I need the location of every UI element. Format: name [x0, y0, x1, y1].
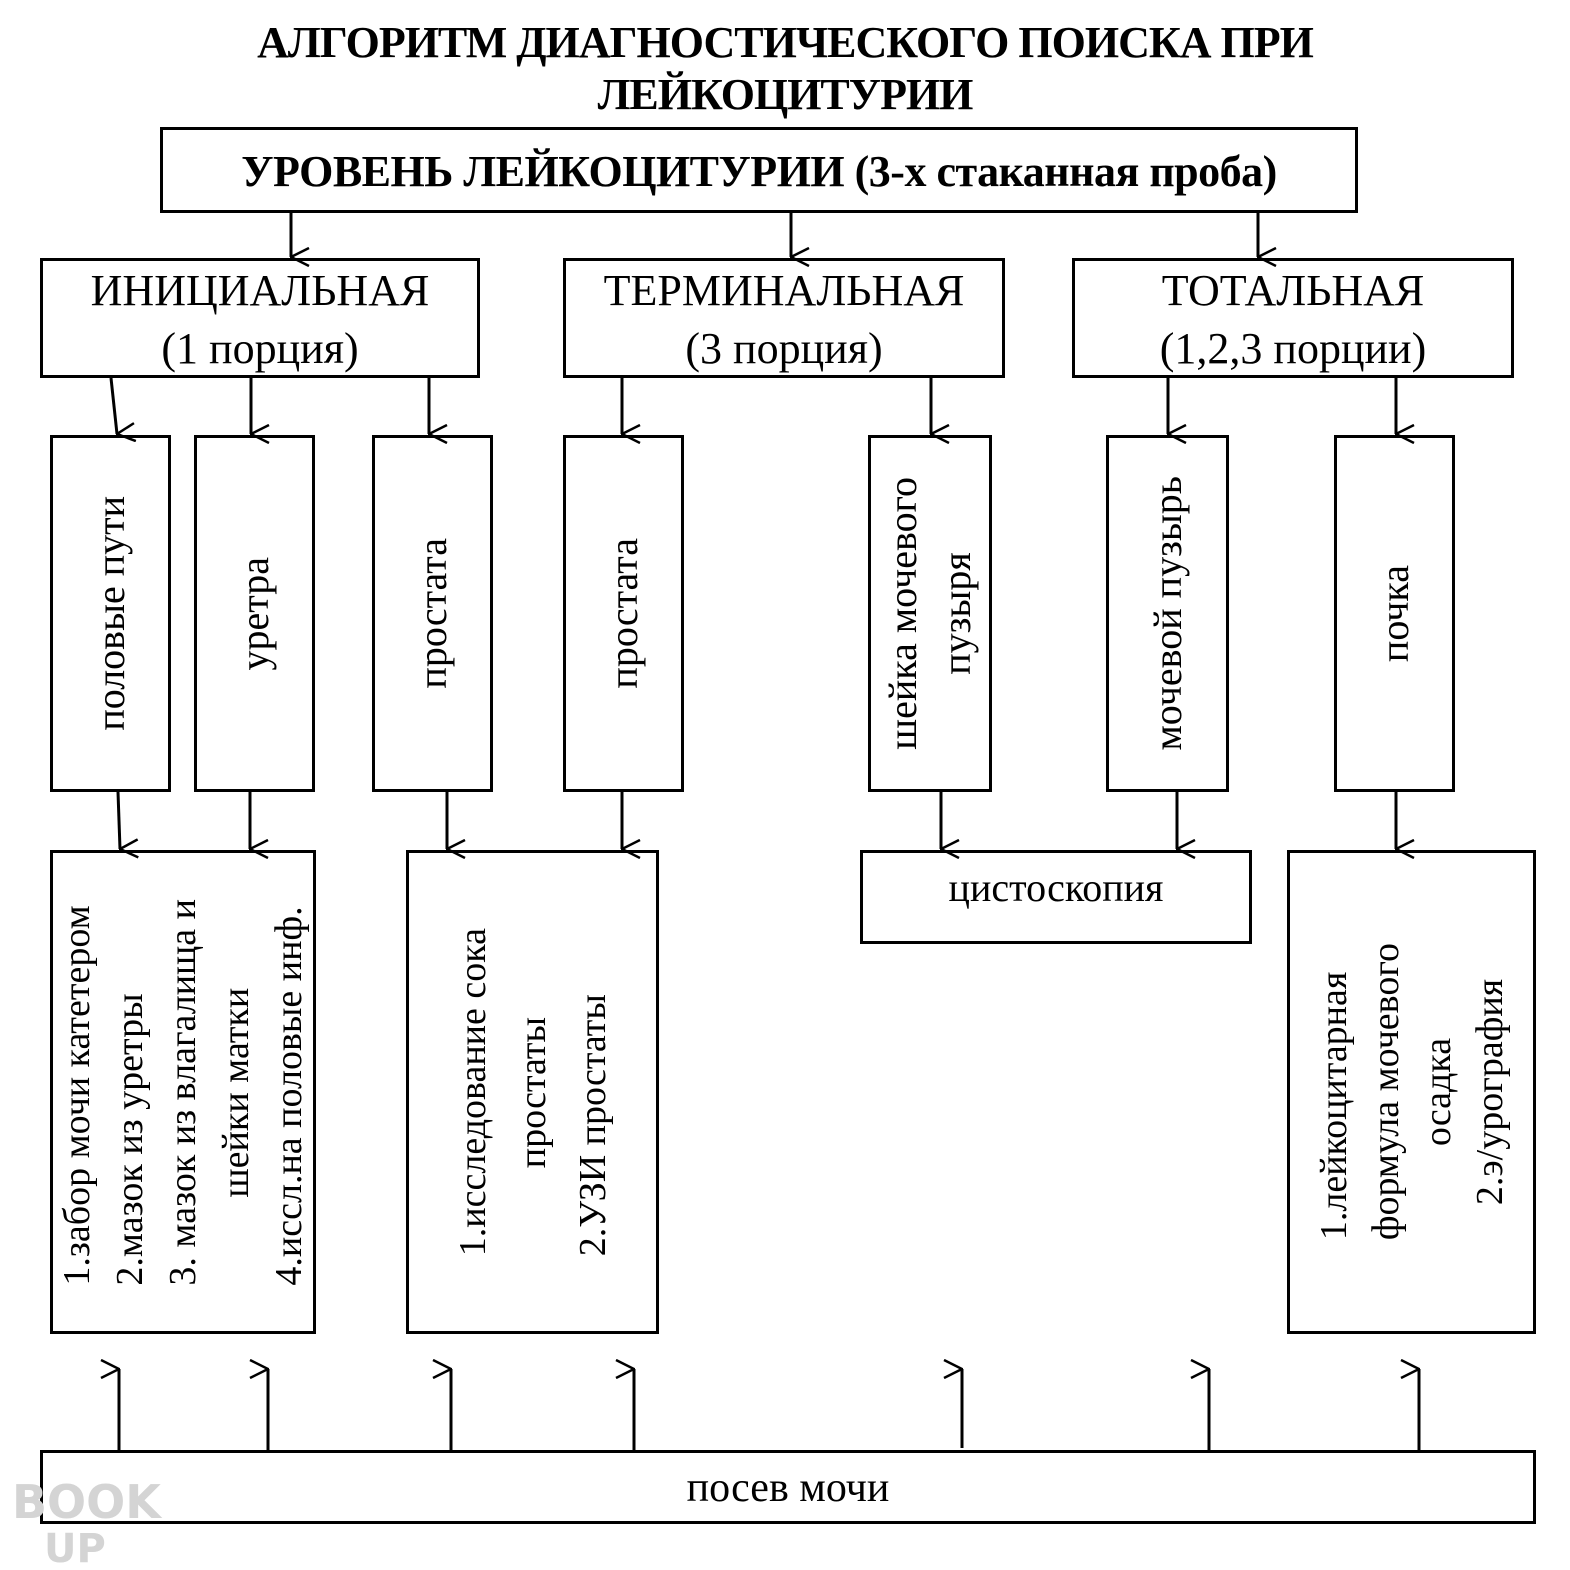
method-genital-box: 1.забор мочи катетером 2.мазок из уретры… [50, 850, 316, 1334]
category-initial-box: ИНИЦИАЛЬНАЯ (1 порция) [40, 258, 480, 378]
category-terminal-name: ТЕРМИНАЛЬНАЯ [603, 266, 965, 315]
urine-culture-label: посев мочи [686, 1465, 890, 1511]
organ-kidney-box: почка [1334, 435, 1455, 792]
organ-bladder-box: мочевой пузырь [1106, 435, 1229, 792]
leukocyturia-level-label: УРОВЕНЬ ЛЕЙКОЦИТУРИИ (3-х стаканная проб… [241, 147, 1277, 196]
category-initial-portion: (1 порция) [161, 324, 359, 373]
arrow-genital-to-methods [116, 791, 120, 849]
organ-urethra-box: уретра [194, 435, 315, 792]
method-prostate-box: 1.исследование сока простаты 2.УЗИ прост… [406, 850, 659, 1334]
category-initial-name: ИНИЦИАЛЬНАЯ [90, 266, 430, 315]
svg-text:BOOK: BOOK [12, 1475, 163, 1529]
category-total-portion: (1,2,3 порции) [1159, 324, 1427, 373]
leukocyturia-level-box: УРОВЕНЬ ЛЕЙКОЦИТУРИИ (3-х стаканная проб… [160, 127, 1358, 213]
title-line-2: ЛЕЙКОЦИТУРИИ [597, 70, 974, 119]
method-cystoscopy-label: цистоскопия [948, 865, 1164, 910]
category-total-box: ТОТАЛЬНАЯ (1,2,3 порции) [1072, 258, 1514, 378]
organ-prostate-terminal-box: простата [563, 435, 684, 792]
urine-culture-box: посев мочи [40, 1450, 1536, 1524]
svg-text:UP: UP [44, 1526, 106, 1565]
arrow-initial-to-genital [109, 377, 117, 434]
method-kidney-box: 1.лейкоцитарная формула мочевого осадка … [1287, 850, 1536, 1334]
organ-genital-tract-box: половые пути [50, 435, 171, 792]
category-terminal-box: ТЕРМИНАЛЬНАЯ (3 порция) [563, 258, 1005, 378]
category-terminal-portion: (3 порция) [685, 324, 883, 373]
title-line-1: АЛГОРИТМ ДИАГНОСТИЧЕСКОГО ПОИСКА ПРИ [257, 18, 1314, 67]
method-cystoscopy-box: цистоскопия [860, 850, 1252, 944]
watermark-logo: BOOK UP [12, 1475, 163, 1565]
category-total-name: ТОТАЛЬНАЯ [1161, 266, 1425, 315]
